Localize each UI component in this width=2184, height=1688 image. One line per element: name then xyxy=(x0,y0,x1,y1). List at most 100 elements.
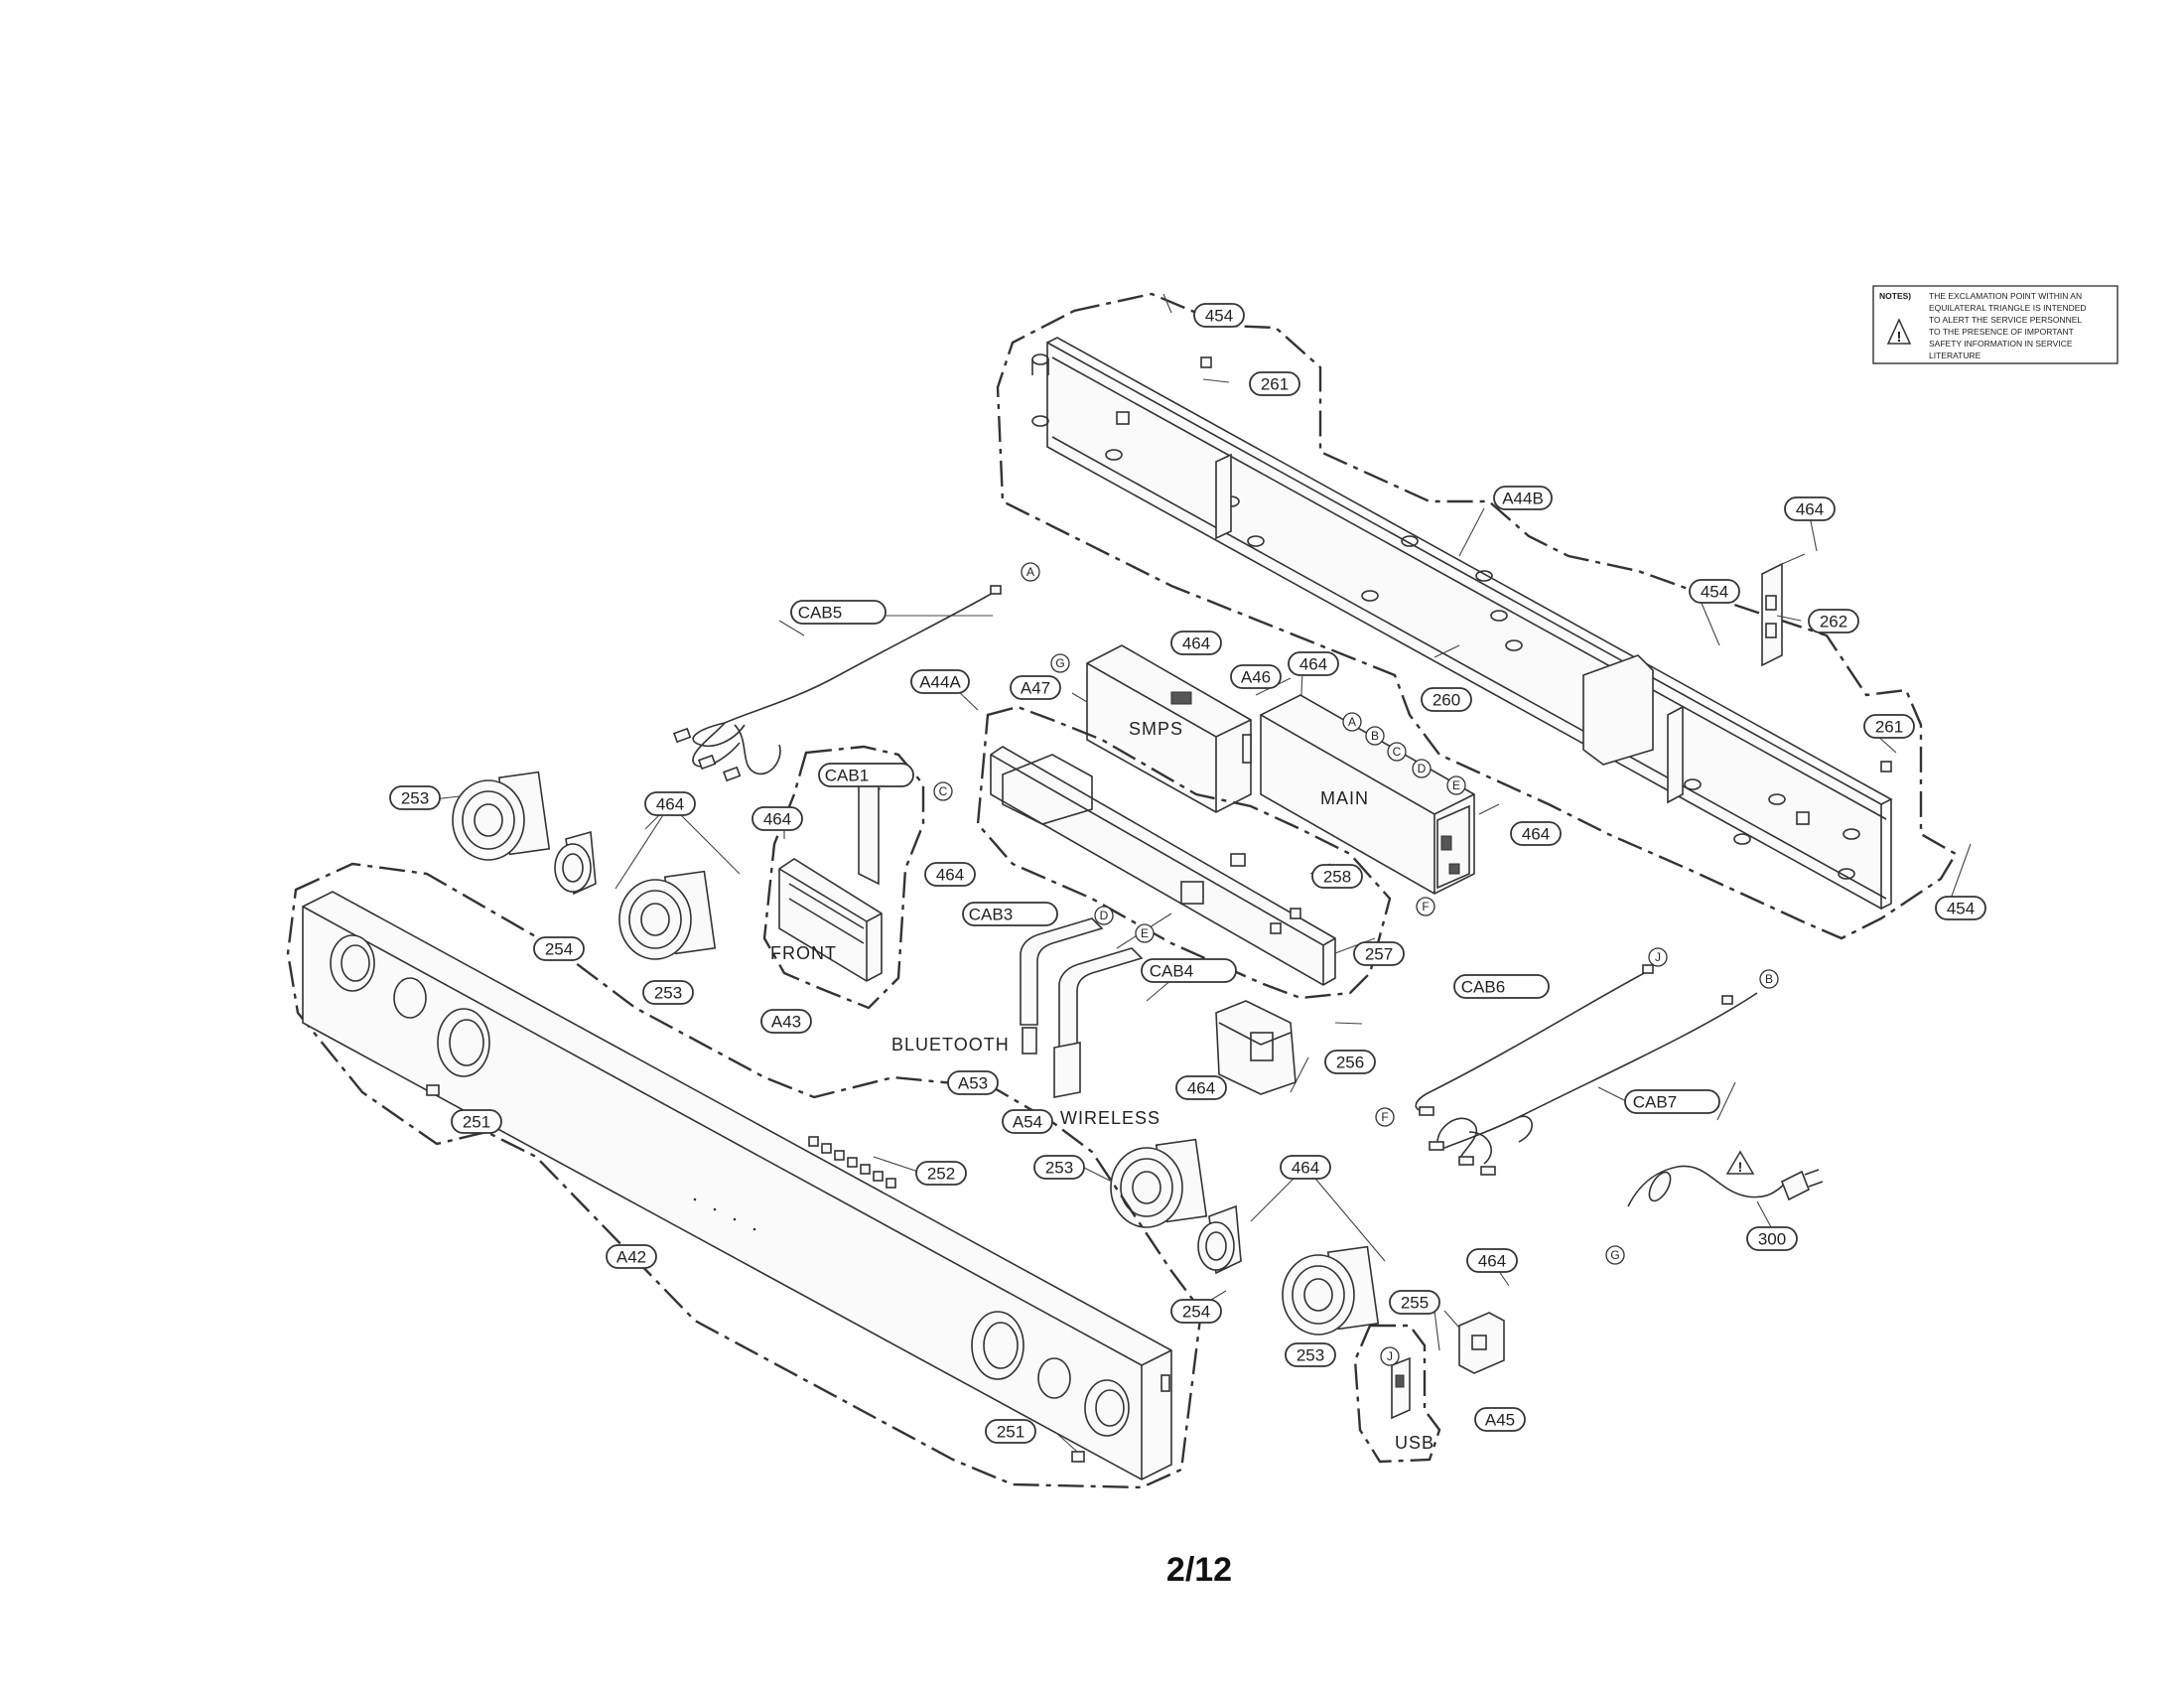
front-label: FRONT xyxy=(770,943,837,963)
callout-253-left-top: 253 xyxy=(389,785,441,810)
callout-454-top: 454 xyxy=(1193,303,1245,328)
svg-text:253: 253 xyxy=(401,789,429,808)
svg-text:D: D xyxy=(1100,909,1109,922)
svg-text:!: ! xyxy=(1897,329,1902,346)
svg-text:253: 253 xyxy=(654,984,682,1003)
callout-cab7: CAB7 xyxy=(1624,1089,1720,1114)
speaker-253-left-top xyxy=(452,771,551,861)
svg-text:255: 255 xyxy=(1401,1294,1429,1313)
svg-text:253: 253 xyxy=(1045,1159,1073,1178)
callout-454-right: 454 xyxy=(1689,579,1740,604)
usb-label: USB xyxy=(1395,1433,1434,1453)
svg-text:D: D xyxy=(1418,762,1427,775)
svg-text:A47: A47 xyxy=(1021,679,1050,698)
svg-text:CAB3: CAB3 xyxy=(969,906,1013,924)
speaker-253-mid-bottom xyxy=(1282,1245,1380,1336)
callout-464-top-right: 464 xyxy=(1784,496,1836,521)
callout-a44b: A44B xyxy=(1493,486,1553,510)
svg-text:262: 262 xyxy=(1820,613,1847,632)
svg-text:464: 464 xyxy=(1522,825,1550,844)
svg-text:261: 261 xyxy=(1261,375,1289,394)
connector-g-power: G xyxy=(1605,1245,1625,1265)
callout-256: 256 xyxy=(1324,1050,1376,1074)
svg-text:A43: A43 xyxy=(771,1013,801,1032)
callout-251-bottom: 251 xyxy=(985,1419,1036,1444)
notes-line-5: SAFETY INFORMATION IN SERVICE xyxy=(1929,339,2073,349)
callout-464-main-right: 464 xyxy=(1510,821,1562,846)
chassis-a44a xyxy=(976,705,1392,1000)
callout-464-usb: 464 xyxy=(1466,1248,1518,1273)
connector-d-main: D xyxy=(1412,759,1432,778)
callout-464-mid: 464 xyxy=(1280,1155,1331,1180)
callout-cab3: CAB3 xyxy=(962,902,1058,926)
wireless-module xyxy=(1053,1042,1081,1098)
svg-text:C: C xyxy=(1393,745,1402,759)
connector-c-front: C xyxy=(933,781,953,801)
smps-label: SMPS xyxy=(1129,719,1183,739)
notes-line-2: EQUILATERAL TRIANGLE IS INTENDED xyxy=(1929,303,2087,313)
connector-e-main: E xyxy=(1446,775,1466,795)
svg-text:464: 464 xyxy=(656,795,684,814)
warning-triangle-icon: ! xyxy=(1886,318,1912,346)
connector-j-usb: J xyxy=(1380,1346,1400,1366)
svg-text:254: 254 xyxy=(1182,1303,1210,1322)
callout-cab5: CAB5 xyxy=(790,600,887,625)
bracket-262 xyxy=(1761,553,1806,667)
callout-254-mid: 254 xyxy=(1170,1299,1222,1324)
svg-text:B: B xyxy=(1765,972,1773,986)
control-buttons xyxy=(808,1136,896,1189)
callout-a45: A45 xyxy=(1474,1407,1526,1432)
callout-464-left: 464 xyxy=(644,791,696,816)
svg-text:A45: A45 xyxy=(1485,1411,1515,1430)
callout-261-right: 261 xyxy=(1863,714,1915,739)
connector-b-cab7: B xyxy=(1759,969,1779,989)
bluetooth-label: BLUETOOTH xyxy=(891,1035,1010,1055)
svg-text:257: 257 xyxy=(1365,945,1393,964)
svg-text:251: 251 xyxy=(463,1113,490,1132)
power-warning-triangle-icon: ! xyxy=(1725,1150,1755,1175)
svg-text:256: 256 xyxy=(1336,1054,1364,1072)
notes-heading: NOTES) xyxy=(1879,291,1911,301)
callout-cab6: CAB6 xyxy=(1453,974,1550,999)
callout-258: 258 xyxy=(1311,864,1363,889)
svg-text:A44A: A44A xyxy=(919,673,961,692)
front-cabinet-assembly xyxy=(286,862,1203,1489)
svg-text:CAB6: CAB6 xyxy=(1461,978,1505,997)
callout-257: 257 xyxy=(1353,941,1405,966)
bracket-256 xyxy=(1215,1000,1297,1095)
connector-e-cab4: E xyxy=(1135,923,1155,943)
callout-251-left: 251 xyxy=(451,1109,502,1134)
svg-text:G: G xyxy=(1610,1248,1619,1262)
svg-text:252: 252 xyxy=(927,1165,955,1184)
svg-text:300: 300 xyxy=(1758,1230,1786,1249)
connector-c-main: C xyxy=(1387,742,1407,762)
svg-text:464: 464 xyxy=(1187,1079,1215,1098)
callout-cab4: CAB4 xyxy=(1141,958,1237,983)
svg-text:CAB4: CAB4 xyxy=(1150,962,1193,981)
callout-a47: A47 xyxy=(1010,675,1061,700)
svg-text:253: 253 xyxy=(1297,1346,1324,1365)
svg-text:464: 464 xyxy=(1182,634,1210,653)
part-callouts: 454 261 A44B 464 454 262 260 261 454 CAB… xyxy=(389,303,1986,1444)
svg-text:J: J xyxy=(1387,1349,1393,1363)
svg-text:!: ! xyxy=(1738,1159,1743,1175)
svg-text:454: 454 xyxy=(1701,583,1728,602)
speaker-253-left-bottom xyxy=(618,870,717,960)
bracket-255 xyxy=(1458,1312,1505,1374)
svg-text:464: 464 xyxy=(936,866,964,885)
connector-g-smps: G xyxy=(1050,653,1070,673)
notes-line-3: TO ALERT THE SERVICE PERSONNEL xyxy=(1929,315,2082,325)
callout-464-smps: 464 xyxy=(1170,631,1222,655)
power-cord: ! xyxy=(1627,1150,1824,1207)
svg-text:E: E xyxy=(1141,926,1149,940)
svg-text:C: C xyxy=(939,784,948,798)
svg-text:B: B xyxy=(1371,729,1379,743)
svg-text:G: G xyxy=(1055,656,1064,670)
main-board: MAIN xyxy=(1260,694,1475,895)
page-number: 2/12 xyxy=(1166,1551,1232,1589)
notes-line-4: TO THE PRESENCE OF IMPORTANT xyxy=(1929,327,2074,337)
callout-a43: A43 xyxy=(760,1009,812,1034)
svg-text:258: 258 xyxy=(1323,868,1351,887)
svg-text:464: 464 xyxy=(763,810,791,829)
